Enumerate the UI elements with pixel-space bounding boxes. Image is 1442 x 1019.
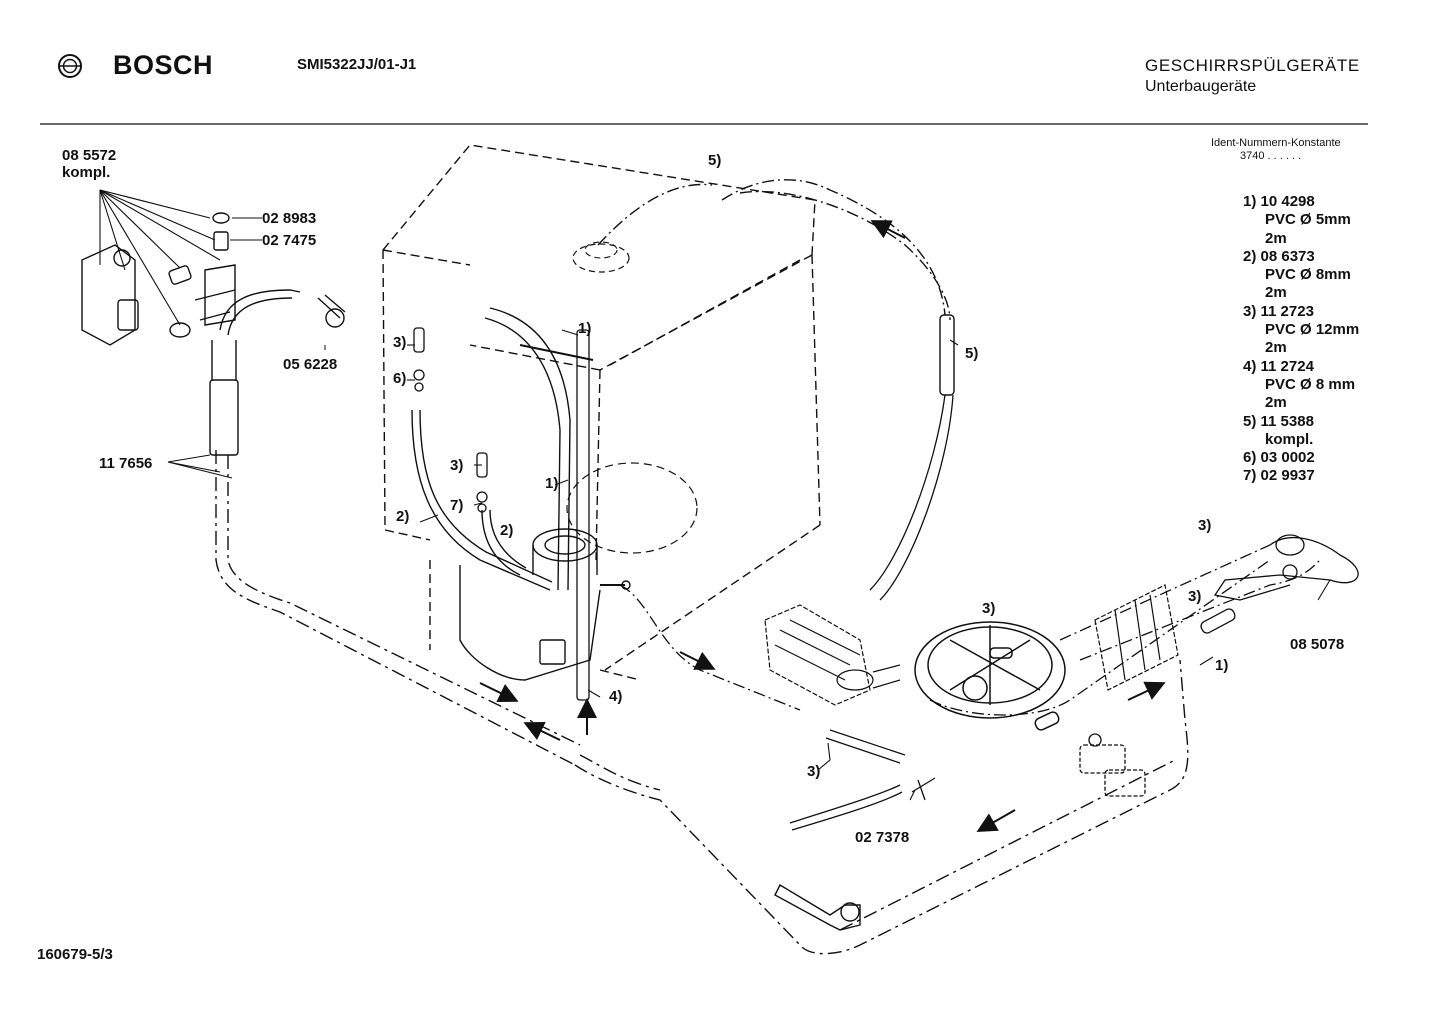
spray-ring — [914, 621, 1066, 731]
callout-1-top: 1) — [578, 320, 592, 337]
hose-3-piece-right — [1200, 608, 1236, 634]
elbow-connector — [774, 884, 861, 931]
hose-085078 — [1213, 534, 1359, 601]
legend-item-5: 5) 11 5388 — [1243, 412, 1314, 430]
legend-item-1-desc: PVC Ø 5mm — [1265, 211, 1351, 229]
parts-legend: 1) 10 4298 PVC Ø 5mm 2m 2) 08 6373 PVC Ø… — [1243, 193, 1359, 486]
aquastop-group — [81, 212, 236, 346]
legend-item-4-desc: PVC Ø 8 mm — [1265, 375, 1356, 393]
callout-2-left: 2) — [396, 508, 410, 525]
callout-1-right: 1) — [1215, 657, 1229, 674]
control-module — [1094, 584, 1179, 691]
legend-item-7: 7) 02 9937 — [1243, 467, 1315, 485]
supply-hose-route — [215, 450, 1189, 955]
legend-item-4-length: 2m — [1265, 394, 1287, 412]
circulation-pump — [459, 528, 631, 681]
legend-item-3-length: 2m — [1265, 339, 1287, 357]
callout-3-ring: 3) — [982, 600, 996, 617]
hose-4 — [576, 329, 590, 701]
dishwasher-tub — [382, 144, 821, 681]
inner-hoses — [411, 307, 594, 591]
part-label-085078: 08 5078 — [1290, 636, 1345, 653]
part-label-085572-kompl: kompl. — [62, 164, 111, 181]
callout-2-mid: 2) — [500, 522, 514, 539]
top-outlet — [572, 243, 630, 273]
hose-5-route — [597, 179, 951, 321]
brand-name: BOSCH — [113, 50, 214, 80]
category-title: GESCHIRRSPÜLGERÄTE — [1145, 56, 1360, 75]
callout-5-right: 5) — [965, 345, 979, 362]
callout-5-top: 5) — [708, 152, 722, 169]
legend-item-1: 1) 10 4298 — [1243, 193, 1315, 210]
callout-3-right-piece: 3) — [1188, 588, 1202, 605]
callout-3-tub-lower: 3) — [450, 457, 464, 474]
legend-item-4: 4) 11 2724 — [1243, 357, 1314, 375]
hose-5-segment — [939, 314, 955, 396]
part-label-027378: 02 7378 — [855, 829, 910, 846]
document-number: 160679-5/3 — [37, 946, 113, 963]
category-subtitle: Unterbaugeräte — [1145, 78, 1257, 95]
part-label-085572: 08 5572 — [62, 147, 117, 164]
callout-7: 7) — [450, 497, 464, 514]
legend-item-2: 2) 08 6373 — [1243, 247, 1315, 265]
legend-item-3-desc: PVC Ø 12mm — [1265, 321, 1360, 339]
model-number: SMI5322JJ/01-J1 — [297, 56, 417, 73]
drain-pump-motor — [764, 604, 901, 706]
bosch-logo-icon — [58, 54, 82, 78]
inlet-hose-sleeve — [209, 289, 346, 456]
legend-item-6: 6) 03 0002 — [1243, 449, 1315, 467]
part-label-028983: 02 8983 — [262, 210, 317, 227]
part-label-117656: 11 7656 — [99, 455, 153, 472]
part-label-056228: 05 6228 — [283, 356, 338, 373]
callout-4: 4) — [609, 688, 623, 705]
legend-item-3: 3) 11 2723 — [1243, 302, 1314, 320]
legend-item-1-length: 2m — [1265, 229, 1287, 247]
legend-item-2-desc: PVC Ø 8mm — [1265, 266, 1351, 284]
legend-item-2-length: 2m — [1265, 284, 1287, 302]
callout-1-mid: 1) — [545, 475, 559, 492]
callout-6: 6) — [393, 370, 407, 387]
callout-3-bottom: 3) — [807, 763, 821, 780]
inlet-valve — [1079, 733, 1146, 797]
ident-label: Ident-Nummern-Konstante — [1211, 137, 1341, 149]
callout-3-tub-upper: 3) — [393, 334, 407, 351]
sump-outline — [566, 462, 698, 554]
ident-value: 3740 . . . . . . — [1240, 150, 1302, 162]
legend-item-5-desc: kompl. — [1265, 430, 1314, 448]
callout-3-right-top: 3) — [1198, 517, 1212, 534]
part-label-027475: 02 7475 — [262, 232, 317, 249]
